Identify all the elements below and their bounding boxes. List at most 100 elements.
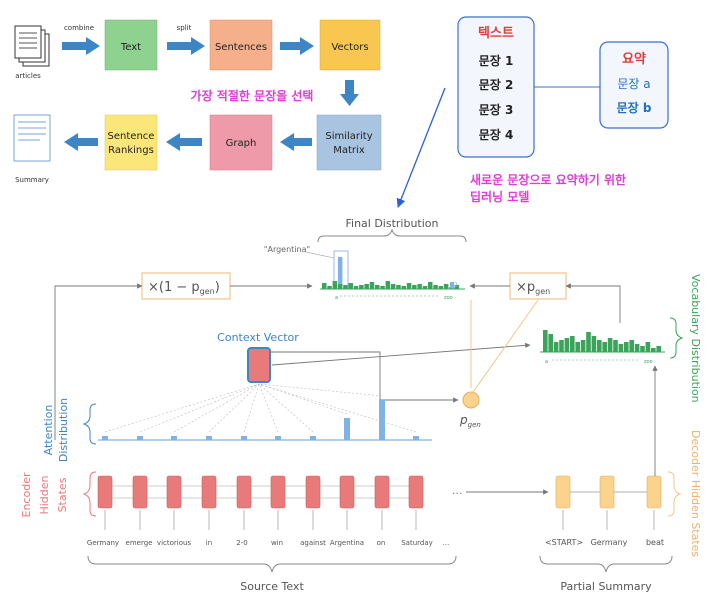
partial-summary-brace [539,555,673,573]
context-vector-box [247,347,271,383]
attention-dotted-line [258,383,314,433]
encoder-cell [236,475,252,509]
final-bar [385,281,391,289]
vectors-box-label: Vectors [331,42,368,53]
final-distribution-brace [317,228,467,243]
partial-summary-label: Partial Summary [560,580,652,593]
final-bar [327,286,332,289]
vocab-axis-a: a [545,359,548,365]
arrow-similarity-to-graph [280,133,312,151]
sentences-box [209,19,273,71]
arrow-vectors-to-similarity [340,80,359,106]
source-token-label: Saturday [401,539,433,547]
new-sentence-caption-line2: 딥러닝 모델 [470,189,529,204]
vocab-bar [607,338,613,352]
text-box [104,19,158,71]
final-bar [428,282,433,289]
vocab-bar [586,332,591,352]
one-minus-pgen-box [141,272,231,300]
split-label: split [177,24,192,32]
attention-dotted-line [258,383,279,433]
text-panel-item: 문장 3 [479,103,514,117]
attention-dotted-line [139,383,260,433]
attention-bar [275,436,281,440]
sentences-box-label: Sentences [215,42,267,53]
graph-box-label: Graph [226,138,257,149]
summary-panel [599,41,669,129]
pgen-circle [462,391,480,409]
encoder-cell [374,475,390,509]
vocab-bar [656,346,661,352]
attention-label-line1: Attention [42,405,55,456]
one-minus-pgen-label: ×(1 − pgen) [148,280,220,296]
text-panel-item: 문장 1 [479,54,514,68]
vocab-bar [624,342,629,352]
source-token-label: against [300,539,326,547]
arrow-graph-to-rankings [166,133,202,151]
final-bar [353,286,359,289]
final-bar [396,285,401,289]
text-panel-item: 문장 2 [479,78,514,92]
attention-bar [206,436,212,440]
summary-label: Summary [15,176,49,184]
times-pgen-box [509,272,567,300]
articles-stack-icon [14,25,50,67]
encoder-cell [132,475,148,509]
vocab-bar [602,342,607,352]
encoder-label-line2: Hidden [38,475,51,514]
decoder-token-label: Germany [591,538,628,547]
encoder-cell [270,475,286,509]
final-bar [369,282,375,289]
decoder-token-label: beat [646,538,664,547]
decoder-cells [555,475,662,530]
encoder-label-line3: States [56,477,69,512]
rankings-box-line2: Rankings [108,145,154,156]
encoder-cell [408,475,424,509]
encoder-cell [166,475,182,509]
attention-bar [241,436,247,440]
select-caption: 가장 적절한 문장을 선택 [191,88,314,103]
encoder-label-line1: Encoder [20,472,33,517]
vocab-bar [640,346,645,352]
vocab-bar [591,336,597,352]
final-distribution-bars [322,257,459,289]
final-bar [348,283,353,289]
vocab-bar [580,340,586,352]
final-bar [375,285,380,289]
source-token-label: 2-0 [236,539,247,547]
arrow-text-to-sentences [167,37,205,55]
attention-dotted-line [208,383,260,433]
attention-bar [379,400,385,440]
encoder-cell [97,475,113,509]
final-bar [332,281,338,289]
encoder-ellipsis: ... [452,484,463,497]
attention-bar [344,418,350,440]
encoder-cell [305,475,321,509]
source-token-label: in [206,539,212,547]
attention-bar [137,436,143,440]
decoder-brace [667,471,682,517]
encoder-brace [82,471,97,517]
vocab-bar [618,344,624,352]
final-bar [433,285,438,289]
vocab-to-pgen [565,283,621,323]
vocab-bar [543,330,548,352]
attention-to-1-pgen [54,283,143,440]
source-token-label: victorious [157,539,192,547]
rankings-box-line1: Sentence [108,131,155,142]
attention-dotted-line [173,383,260,433]
sentence-rankings-box [104,114,158,171]
decoder-hidden-label: Decoder Hidden States [689,430,702,557]
attention-dotted-line [258,383,417,433]
final-bar-argentina [337,257,343,289]
attention-bar [102,436,108,440]
new-sentence-caption-line1: 새로운 문장으로 요약하기 위한 [470,172,626,187]
vocab-bar [629,340,634,352]
final-bar [364,284,369,289]
attention-dotted-line [243,383,260,433]
attention-dotted-line [104,383,260,433]
vocab-axis-zoo: zoo [644,359,653,365]
text-panel-title: 텍스트 [478,25,514,41]
pointer-arrow-to-model [396,87,446,208]
